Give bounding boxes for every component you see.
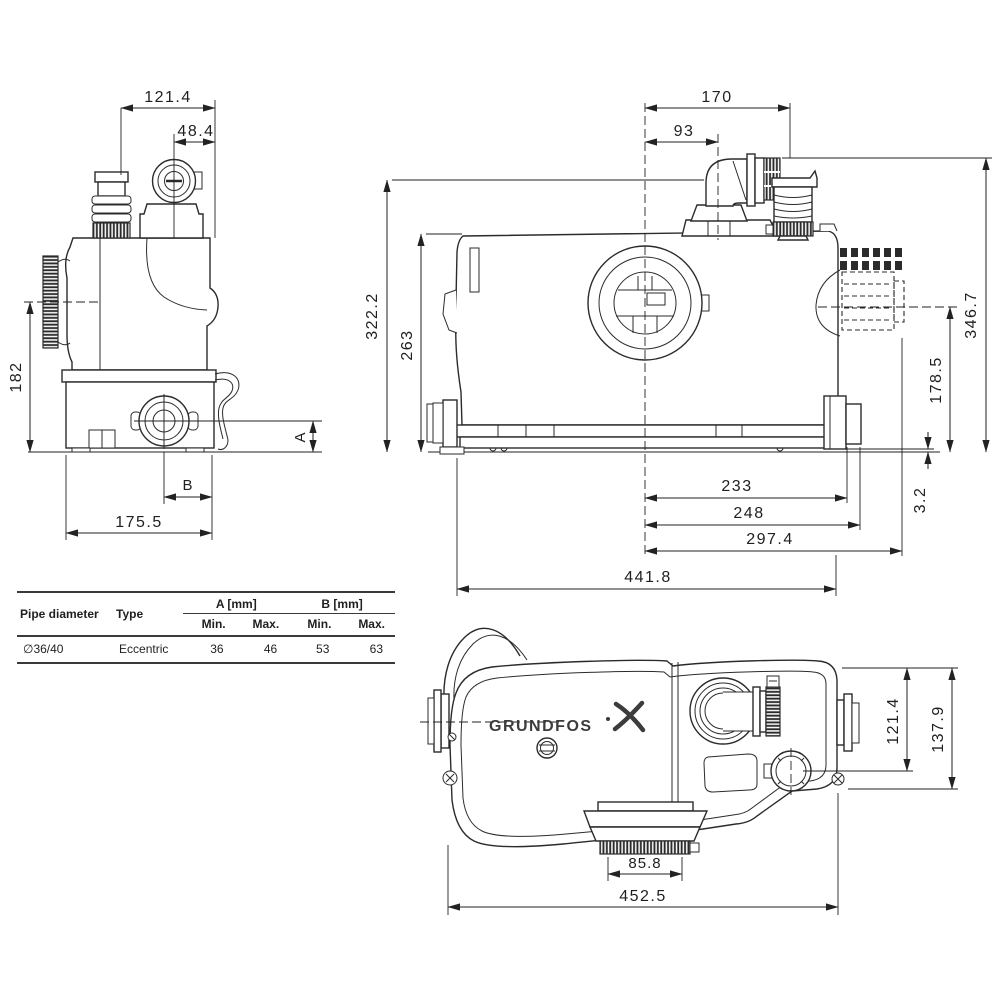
dim-side-outlet-b: B bbox=[182, 477, 193, 494]
grundfos-logo: GRUNDFOS bbox=[489, 700, 646, 735]
col-group-b-mm: B [mm] bbox=[289, 592, 395, 614]
side-view: 121.4 48.4 182 A B 175.5 bbox=[8, 89, 322, 540]
dim-front-tank-height: 263 bbox=[399, 329, 416, 360]
col-header-b-min: Min. bbox=[307, 617, 332, 631]
dim-side-inlet-height: 182 bbox=[8, 361, 25, 392]
dim-front-outlet-dist-2: 248 bbox=[733, 505, 764, 522]
dim-side-top-width: 121.4 bbox=[144, 89, 192, 106]
pipe-spec-table: Pipe diameter Type A [mm] B [mm] Min. Ma… bbox=[17, 591, 395, 664]
check-valve-hidden bbox=[815, 248, 905, 337]
dim-top-inner-width: 121.4 bbox=[885, 697, 902, 745]
top-left-flange bbox=[420, 689, 560, 753]
vent-valve bbox=[139, 158, 204, 239]
recessed-panel bbox=[703, 753, 758, 793]
dim-front-discharge-width: 170 bbox=[701, 89, 732, 106]
dim-front-total-length: 441.8 bbox=[624, 569, 672, 586]
cell-a-min: 36 bbox=[210, 642, 224, 656]
dim-side-depth: 175.5 bbox=[115, 514, 163, 531]
discharge-connector bbox=[91, 171, 132, 239]
cell-a-max: 46 bbox=[263, 642, 278, 656]
lid-screw bbox=[536, 737, 558, 759]
col-group-a-mm: A [mm] bbox=[183, 592, 290, 614]
col-header-pipe-diameter: Pipe diameter bbox=[20, 607, 99, 621]
col-header-a-max: Max. bbox=[252, 617, 280, 631]
dim-front-outlet-height: 178.5 bbox=[928, 356, 945, 404]
top-right-flange bbox=[836, 693, 860, 752]
bellows-outlet bbox=[582, 801, 709, 855]
dim-front-valve-height: 346.7 bbox=[963, 291, 980, 339]
power-cord bbox=[214, 372, 240, 450]
top-discharge-fitting bbox=[689, 675, 781, 745]
side-outlet bbox=[130, 394, 322, 449]
pump-base bbox=[61, 369, 217, 453]
top-view: GRUNDFOS bbox=[420, 627, 958, 915]
cell-type: Eccentric bbox=[119, 642, 169, 656]
front-view: 170 93 322.2 263 346.7 178.5 3.2 233 248… bbox=[364, 89, 992, 596]
dim-top-total-length: 452.5 bbox=[619, 888, 667, 905]
dim-front-valve-dist: 297.4 bbox=[746, 531, 794, 548]
table-row: ∅36/40 Eccentric 36 46 53 63 bbox=[17, 636, 395, 663]
power-cord-top bbox=[443, 627, 528, 701]
front-right-outlet bbox=[823, 395, 862, 450]
grundfos-x-mark bbox=[612, 700, 646, 733]
brand-text: GRUNDFOS bbox=[489, 718, 593, 735]
dim-top-bellows-width: 85.8 bbox=[628, 855, 661, 872]
dim-front-floor-gap: 3.2 bbox=[912, 487, 929, 514]
registered-mark-dot bbox=[606, 717, 610, 721]
dim-side-vent-offset: 48.4 bbox=[177, 123, 214, 140]
cell-b-max: 63 bbox=[369, 642, 383, 656]
dim-top-total-width: 137.9 bbox=[930, 705, 947, 753]
front-left-outlet bbox=[426, 399, 465, 455]
col-header-type: Type bbox=[116, 607, 144, 621]
dim-front-outlet-dist-1: 233 bbox=[721, 478, 752, 495]
dim-front-elbow-offset: 93 bbox=[674, 123, 695, 140]
dim-front-discharge-height: 322.2 bbox=[364, 292, 381, 340]
discharge-elbow bbox=[681, 153, 818, 241]
col-header-a-min: Min. bbox=[201, 617, 226, 631]
cell-pipe-diameter: ∅36/40 bbox=[23, 642, 64, 656]
dim-side-outlet-a: A bbox=[292, 431, 309, 442]
cell-b-min: 53 bbox=[316, 642, 330, 656]
col-header-b-max: Max. bbox=[358, 617, 385, 631]
